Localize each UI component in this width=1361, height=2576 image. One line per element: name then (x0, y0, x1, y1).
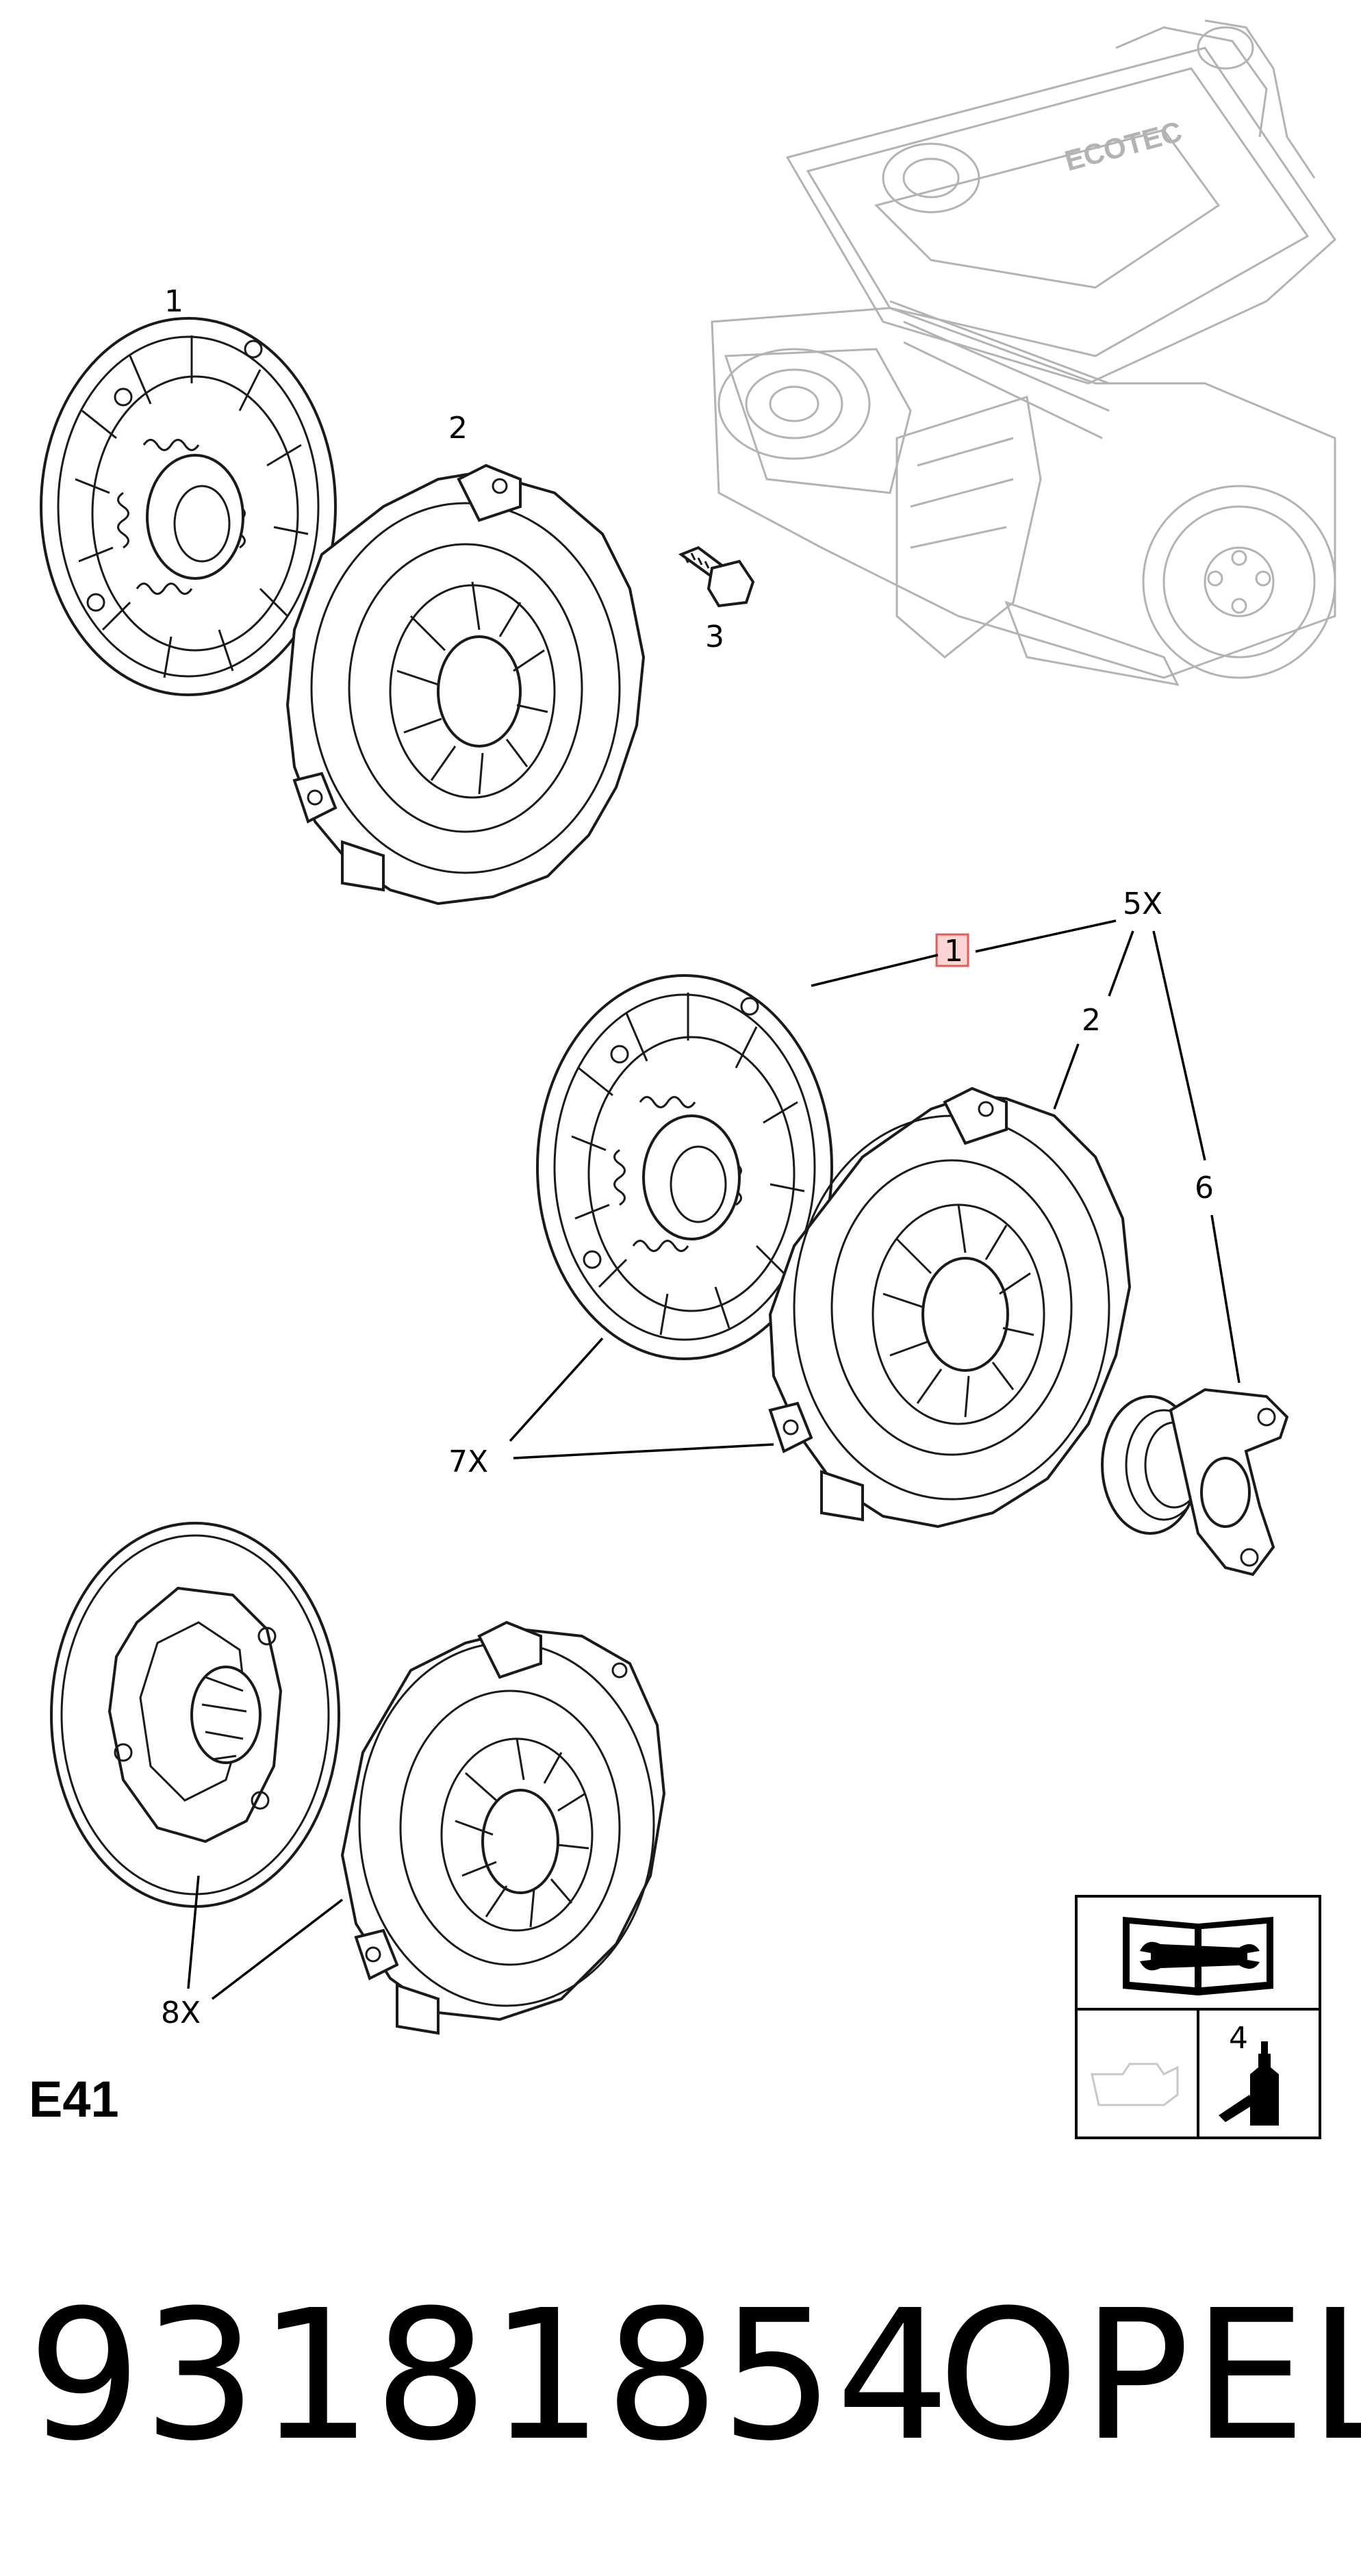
release-bearing (1101, 1388, 1289, 1577)
callout-bolt: 3 (705, 620, 724, 654)
callout-top-pressure-plate: 2 (448, 411, 468, 446)
kit-pressure-plate (768, 1086, 1132, 1529)
kit-leader-lines (811, 919, 1241, 1383)
brand-name: OPEL (938, 2271, 1361, 2480)
top-clutch-disc (40, 317, 337, 696)
callout-kit-pressure-plate: 2 (1082, 1003, 1101, 1038)
instruction-box: 4 (1075, 1895, 1321, 2139)
callout-kit-8x: 8X (161, 1995, 201, 2030)
bottom-clutch-disc (50, 1522, 340, 1908)
adhesive-bottle-icon (1219, 2041, 1279, 2126)
callout-instruction-adhesive: 4 (1229, 2021, 1248, 2056)
callout-top-disc: 1 (164, 284, 183, 319)
engine-logo-text: ECOTEC (1061, 115, 1185, 177)
callout-kit-7x: 7X (448, 1444, 488, 1479)
callout-kit: 5X (1123, 887, 1162, 921)
7x-leader-lines (509, 1337, 774, 1459)
svg-text:1: 1 (944, 934, 963, 969)
section-code: E41 (29, 2071, 119, 2128)
callout-kit-disc-highlight: 1 (935, 933, 969, 969)
kit-clutch-disc (536, 974, 833, 1360)
bolt (678, 546, 755, 608)
callout-release-bearing: 6 (1195, 1171, 1214, 1206)
oil-can-icon (1091, 2063, 1179, 2106)
bottom-pressure-plate (340, 1620, 666, 2035)
manual-book-wrench-icon (1123, 1917, 1273, 1995)
8x-leader-lines (187, 1875, 344, 2000)
engine-illustration: ECOTEC (711, 19, 1336, 687)
part-number: 93181854 (27, 2271, 952, 2480)
top-pressure-plate (285, 463, 646, 906)
